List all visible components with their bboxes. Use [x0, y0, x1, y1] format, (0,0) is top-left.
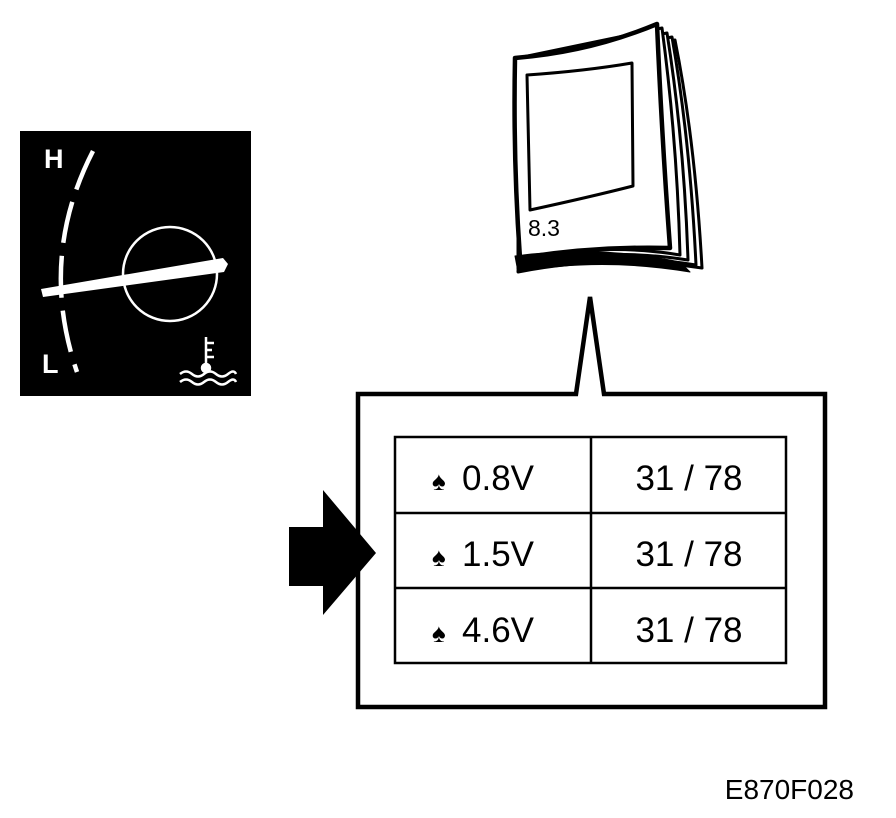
- spade-icon: ♠: [432, 466, 446, 496]
- table-row: ♠ 0.8V 31 / 78: [432, 459, 743, 498]
- gauge-low-label: L: [42, 349, 59, 379]
- spade-icon: ♠: [432, 542, 446, 572]
- table-row: ♠ 1.5V 31 / 78: [432, 535, 743, 574]
- figure-code: E870F028: [725, 774, 854, 805]
- right-arrow-icon: [289, 490, 376, 615]
- value-cell: 31 / 78: [635, 535, 742, 574]
- manual-page-number: 8.3: [528, 215, 560, 241]
- gauge-hub-circle: [121, 225, 219, 323]
- table-row: ♠ 4.6V 31 / 78: [432, 611, 743, 650]
- value-cell: 31 / 78: [635, 611, 742, 650]
- voltage-cell: 1.5V: [462, 535, 535, 574]
- gauge-needle: [41, 258, 228, 297]
- gauge-high-label: H: [44, 144, 64, 174]
- gauge-scale-arc: [58, 149, 96, 373]
- voltage-cell: 4.6V: [462, 611, 535, 650]
- voltage-cell: 0.8V: [462, 459, 535, 498]
- value-cell: 31 / 78: [635, 459, 742, 498]
- values-table: ♠ 0.8V 31 / 78 ♠ 1.5V 31 / 78 ♠ 4.6V 31 …: [393, 435, 788, 665]
- manual-book-icon: 8.3: [512, 21, 704, 274]
- coolant-temperature-icon: [179, 337, 238, 386]
- spade-icon: ♠: [432, 618, 446, 648]
- temperature-gauge: H L: [20, 131, 251, 396]
